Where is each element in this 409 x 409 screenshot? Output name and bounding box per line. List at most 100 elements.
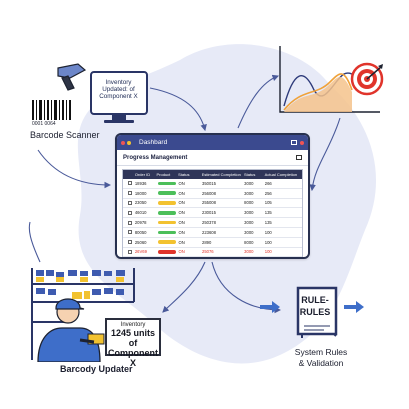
actual-completion: 100 [264, 249, 272, 255]
table-row[interactable]: 80050 ON 223608 3000 100 [123, 228, 302, 238]
estimated-completion: 255008 [201, 200, 216, 206]
card-line-2: 1245 units of [110, 328, 156, 348]
arrow-dashboard-to-rules [211, 261, 282, 314]
close-icon[interactable] [300, 140, 304, 145]
row-checkbox[interactable] [128, 191, 132, 196]
system-rules-label: System Rules & Validation [286, 347, 356, 369]
row-checkbox[interactable] [128, 230, 132, 235]
arrow-updater-to-scanner [28, 221, 41, 263]
window-dot-red[interactable] [121, 140, 125, 145]
table-header: Order ID Product Status Estimated Comple… [123, 170, 302, 179]
status-bar [158, 220, 177, 225]
order-id: 26V69 [134, 249, 147, 255]
estimated-completion: 2890 [201, 239, 212, 245]
column-header-status-2: Status [244, 172, 256, 177]
status-2: 8000 [244, 200, 254, 206]
system-rules-label-line-2: & Validation [298, 358, 344, 368]
actual-completion: 266 [264, 180, 272, 186]
card-line-1: Inventory [120, 322, 146, 328]
status: ON [178, 210, 185, 216]
maximize-icon[interactable] [291, 140, 297, 145]
order-id: 23050 [134, 200, 147, 206]
row-checkbox[interactable] [128, 249, 132, 254]
table-row[interactable]: 25060 ON 2890 8000 100 [123, 238, 302, 248]
dashboard-title-bar: Dashbard [117, 135, 308, 150]
inventory-update-text: Inventory Updated: of Component X [99, 79, 138, 100]
status: ON [178, 229, 185, 235]
progress-management-header: Progress Management [117, 150, 308, 166]
actual-completion: 135 [264, 210, 272, 216]
estimated-completion: 256008 [201, 190, 216, 196]
arrow-chart-to-dashboard [309, 117, 341, 192]
arrow-right-icon [344, 301, 364, 313]
actual-completion: 105 [264, 200, 272, 206]
actual-completion: 100 [264, 239, 272, 245]
actual-completion: 100 [264, 229, 272, 235]
dashboard-title: Dashbard [139, 139, 168, 146]
window-dot-yellow[interactable] [127, 140, 131, 145]
order-id: 80050 [134, 229, 147, 235]
rule-book-icon: RULE- RULES [296, 286, 340, 338]
barcode-number: 0001 0064 [32, 121, 56, 127]
status-bar [158, 250, 177, 254]
book-line-1: RULE- [301, 295, 329, 305]
row-checkbox[interactable] [128, 240, 132, 245]
row-checkbox[interactable] [128, 220, 132, 225]
table-row[interactable]: 46010 ON 230015 3000 135 [123, 208, 302, 219]
estimated-completion: 230015 [201, 210, 216, 216]
system-rules-label-line-1: System Rules [294, 347, 348, 357]
column-header-estimated: Estimated Completion [201, 172, 241, 177]
status: ON [178, 180, 185, 186]
orders-table: Order ID Product Status Estimated Comple… [122, 169, 303, 257]
order-id: 25060 [134, 239, 147, 245]
order-id: 46010 [134, 210, 147, 216]
status-2: 8000 [244, 239, 254, 245]
row-checkbox[interactable] [128, 200, 132, 205]
card-line-3: Component X [108, 348, 158, 368]
status-bar [158, 191, 177, 195]
status-bar [158, 181, 177, 186]
table-row[interactable]: 18936 ON 350015 3000 266 [123, 179, 302, 189]
shelf-icon [31, 268, 135, 360]
status: ON [178, 239, 185, 245]
worker-icon [37, 298, 105, 362]
estimated-completion: 350015 [201, 180, 216, 186]
panel-title: Progress Management [123, 154, 188, 161]
barcode-scanner-icon [32, 63, 87, 120]
order-id: 18936 [134, 180, 147, 186]
status: ON [178, 249, 185, 255]
status-bar [158, 211, 177, 215]
expand-icon[interactable] [296, 155, 302, 160]
status-2: 3000 [244, 190, 254, 196]
status-2: 3000 [244, 210, 254, 216]
status-2: 3000 [244, 180, 254, 186]
status: ON [178, 220, 185, 226]
arrow-scanner-to-dashboard [37, 149, 112, 189]
column-header-actual: Actual Completion [264, 172, 298, 177]
inventory-screen: Inventory Updated: of Component X [91, 72, 147, 116]
barcode-scanner-label: Barcode Scanner [30, 130, 100, 140]
arrow-dashboard-to-updater [162, 261, 206, 313]
status-2: 3000 [244, 229, 254, 235]
column-header-product: Product [156, 172, 171, 177]
status-bar [158, 230, 177, 235]
order-id: 20978 [134, 220, 147, 226]
status-2: 3000 [244, 220, 254, 226]
monitor-icon [90, 71, 148, 123]
row-checkbox[interactable] [128, 210, 132, 215]
arrow-dashboard-to-chart [237, 74, 280, 129]
book-line-2: RULES [299, 307, 331, 317]
actual-completion: 135 [264, 220, 272, 226]
row-checkbox[interactable] [128, 181, 132, 186]
estimated-completion: 25076 [201, 249, 214, 255]
barcody-updater-label: Barcody Updater [60, 364, 133, 374]
actual-completion: 256 [264, 190, 272, 196]
estimated-completion: 223608 [201, 229, 216, 235]
target-icon [350, 62, 384, 96]
